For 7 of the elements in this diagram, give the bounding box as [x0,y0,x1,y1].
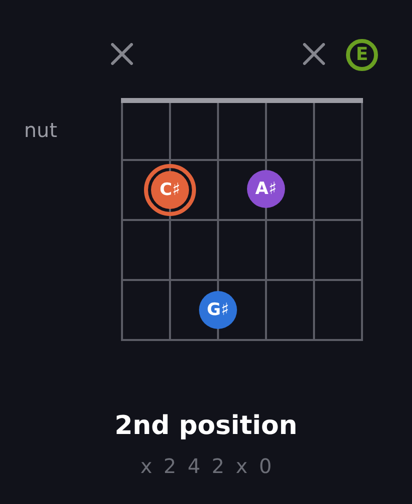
note-dot: A♯ [247,170,285,208]
ringed-note-dot: C♯ [144,164,196,216]
chord-position-title: 2nd position [114,412,298,442]
fret-numbers: x 2 4 2 x 0 [139,455,274,478]
note-dot: G♯ [199,291,237,329]
nut-label: nut [24,119,58,142]
note-ring: E [346,39,378,71]
